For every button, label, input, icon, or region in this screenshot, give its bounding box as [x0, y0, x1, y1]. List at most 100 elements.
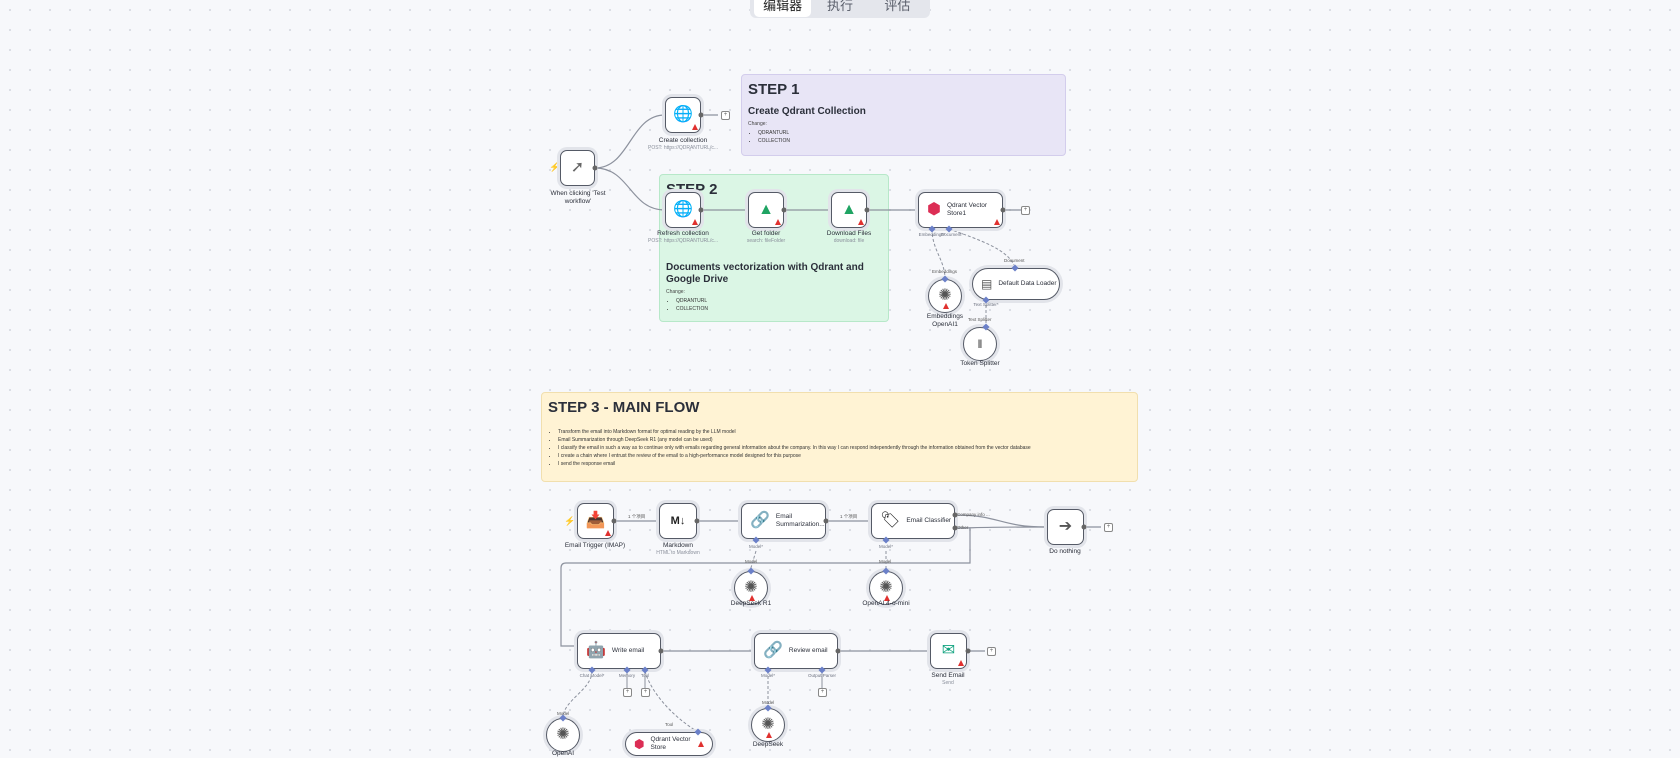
- node-label: Create collection: [658, 137, 708, 144]
- node-subtitle: search: fileFolder: [746, 238, 786, 244]
- openai-4o-mini-node[interactable]: ✺: [869, 571, 903, 605]
- output-port[interactable]: [952, 512, 958, 518]
- output-port[interactable]: [965, 648, 971, 654]
- openai-icon: ✺: [879, 579, 893, 596]
- warning-icon: [692, 219, 698, 225]
- send-email-node[interactable]: ✉: [930, 633, 967, 669]
- output-port[interactable]: [1081, 524, 1087, 530]
- node-subtitle: POST: https://QDRANTURL/c...: [647, 145, 719, 151]
- note-list-item: COLLECTION: [758, 137, 1059, 145]
- token-splitter-node[interactable]: ‖: [963, 327, 997, 361]
- output-port[interactable]: [864, 207, 870, 213]
- output-port[interactable]: [952, 525, 958, 531]
- output-port[interactable]: [823, 518, 829, 524]
- note-subtitle: Documents vectorization with Qdrant and …: [666, 262, 864, 285]
- chain-link-icon: 🔗: [763, 642, 783, 659]
- edge-label-model: Model: [557, 711, 570, 716]
- output-port[interactable]: [611, 518, 617, 524]
- node-subtitle: HTML to Markdown: [656, 550, 700, 556]
- add-node-button[interactable]: +: [641, 688, 650, 697]
- edge-label-embeddings: Embeddings: [932, 269, 958, 274]
- warning-icon: [692, 124, 698, 130]
- note-list-item: I send the response email: [558, 460, 1131, 468]
- edge-label-tool: Tool: [665, 722, 674, 727]
- node-label: Default Data Loader: [998, 280, 1057, 287]
- download-files-node[interactable]: ▲: [831, 192, 867, 228]
- globe-icon: 🌐: [673, 106, 693, 123]
- deepseek-r1-node[interactable]: ✺: [734, 571, 768, 605]
- manual-trigger-node[interactable]: ➚: [560, 150, 595, 186]
- warning-icon: [943, 303, 949, 309]
- tab-evaluations[interactable]: 评估: [884, 0, 911, 13]
- email-classifier-node[interactable]: 🏷 Email Classifier: [871, 503, 955, 539]
- openai-icon: ✺: [556, 726, 570, 743]
- deepseek-node[interactable]: ✺: [751, 708, 785, 742]
- node-label: DeepSeek: [752, 741, 784, 748]
- openai-chat-model-node[interactable]: ✺: [546, 718, 580, 752]
- add-node-button[interactable]: +: [987, 647, 996, 656]
- node-label: Embeddings OpenAI1: [926, 313, 964, 328]
- write-email-node[interactable]: 🤖 Write email: [577, 633, 661, 669]
- openai-icon: ✺: [938, 287, 952, 304]
- create-collection-node[interactable]: 🌐: [665, 97, 701, 133]
- warning-icon: [884, 595, 890, 601]
- review-email-node[interactable]: 🔗 Review email: [754, 633, 838, 669]
- do-nothing-node[interactable]: ➔: [1047, 509, 1084, 545]
- note-title: STEP 3 - MAIN FLOW: [548, 399, 700, 416]
- node-label: Email Classifier: [906, 517, 952, 524]
- output-port[interactable]: [658, 648, 664, 654]
- node-label: Qdrant Vector Store: [650, 736, 691, 751]
- qdrant-vector-store-node[interactable]: ⬢ Qdrant Vector Store: [625, 732, 713, 756]
- add-node-button[interactable]: +: [1104, 523, 1113, 532]
- note-change-label: Change:: [666, 289, 685, 295]
- add-node-button[interactable]: +: [1021, 206, 1030, 215]
- node-label: Email Trigger (IMAP): [564, 542, 626, 549]
- tab-executions[interactable]: 执行: [826, 0, 853, 13]
- email-trigger-node[interactable]: 📥: [577, 503, 614, 539]
- refresh-collection-node[interactable]: 🌐: [665, 192, 701, 228]
- port-label: Model*: [748, 544, 764, 549]
- note-list-item: QDRANTURL: [758, 129, 1059, 137]
- output-port[interactable]: [698, 112, 704, 118]
- document-icon: ▤: [981, 277, 993, 291]
- output-port[interactable]: [694, 518, 700, 524]
- output-port[interactable]: [592, 165, 598, 171]
- sticky-note-step3[interactable]: STEP 3 - MAIN FLOW Transform the email i…: [541, 392, 1138, 482]
- output-port[interactable]: [781, 207, 787, 213]
- default-data-loader-node[interactable]: ▤ Default Data Loader: [972, 268, 1060, 300]
- cursor-icon: ➚: [570, 159, 585, 176]
- sticky-note-step1[interactable]: STEP 1 Create Qdrant Collection Change: …: [741, 74, 1066, 156]
- embeddings-openai1-node[interactable]: ✺: [928, 279, 962, 313]
- google-drive-icon: ▲: [841, 201, 857, 218]
- add-node-button[interactable]: +: [818, 688, 827, 697]
- warning-icon: [775, 219, 781, 225]
- port-label: Tool: [640, 673, 650, 678]
- robot-icon: 🤖: [586, 642, 606, 659]
- note-list-item: I classify the email in such a way as to…: [558, 444, 1131, 452]
- output-port[interactable]: [1000, 207, 1006, 213]
- add-node-button[interactable]: +: [623, 688, 632, 697]
- node-label: Token Splitter: [960, 360, 1000, 367]
- lightning-icon: ⚡: [564, 516, 576, 526]
- node-label: Write email: [611, 647, 645, 654]
- output-label: Other: [957, 525, 969, 530]
- warning-icon: [605, 530, 611, 536]
- output-port[interactable]: [835, 648, 841, 654]
- arrow-right-icon: ➔: [1058, 518, 1073, 535]
- port-label: Chat Model*: [579, 673, 605, 678]
- openai-icon: ✺: [744, 579, 758, 596]
- get-folder-node[interactable]: ▲: [748, 192, 784, 228]
- add-node-button[interactable]: +: [721, 111, 730, 120]
- output-label: Company info ...: [957, 512, 990, 517]
- note-list-item: QDRANTURL: [676, 297, 882, 305]
- qdrant-vector-store1-node[interactable]: ⬢ Qdrant Vector Store1: [918, 192, 1003, 228]
- warning-icon: [766, 732, 772, 738]
- node-label: When clicking 'Test workflow': [550, 190, 606, 205]
- output-port[interactable]: [698, 207, 704, 213]
- tab-editor[interactable]: 编辑器: [754, 0, 812, 17]
- node-subtitle: download: file: [833, 238, 865, 244]
- markdown-node[interactable]: M↓: [659, 503, 697, 539]
- email-summarization-node[interactable]: 🔗 Email Summarization...: [741, 503, 826, 539]
